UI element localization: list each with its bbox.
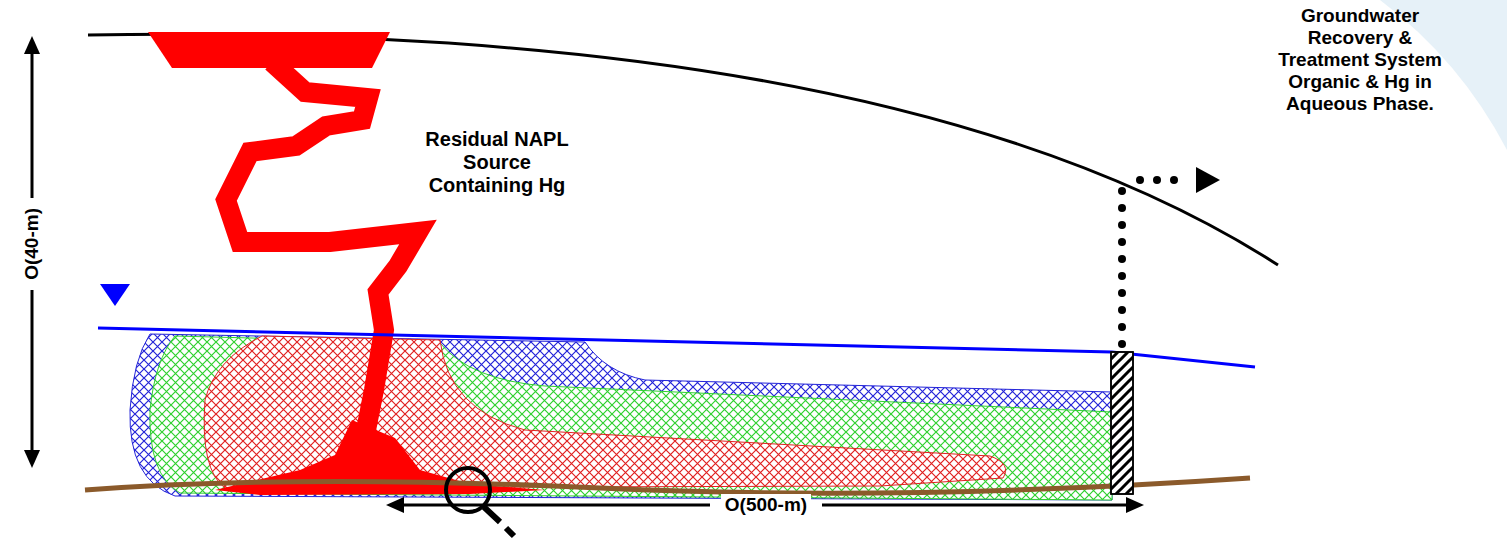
recovery-well	[1111, 352, 1133, 494]
bedrock	[85, 478, 1250, 493]
pumping-dot	[1153, 176, 1161, 184]
pumping-dot	[1118, 306, 1126, 314]
water-table	[98, 328, 1255, 367]
pumping-dot	[1118, 255, 1126, 263]
contaminant-plume	[130, 334, 1112, 500]
napl-source	[148, 32, 545, 495]
system-label: Groundwater Recovery & Treatment System …	[1270, 5, 1450, 114]
pumping-line	[1118, 176, 1178, 348]
pumping-dot	[1118, 238, 1126, 246]
pumping-dot	[1118, 187, 1126, 195]
recovery-well	[1111, 352, 1133, 494]
pumping-dot	[1170, 176, 1178, 184]
pumping-dot	[1136, 176, 1144, 184]
pumping-dot	[1118, 323, 1126, 331]
dimension-arrow	[24, 36, 1144, 513]
magnifier-symbol	[446, 468, 514, 536]
water-table-symbol	[100, 284, 130, 306]
dimension-label: O(500-m)	[721, 494, 811, 516]
pumping-dot	[1118, 272, 1126, 280]
pumping-dot	[1118, 204, 1126, 212]
pumping-dot	[1118, 221, 1126, 229]
arrow-head	[1196, 167, 1220, 193]
dimension-label: O(40-m)	[21, 204, 43, 284]
source-label: Residual NAPL Source Containing Hg	[422, 128, 572, 197]
pumping-dot	[1118, 340, 1126, 348]
pumping-dot	[1118, 289, 1126, 297]
